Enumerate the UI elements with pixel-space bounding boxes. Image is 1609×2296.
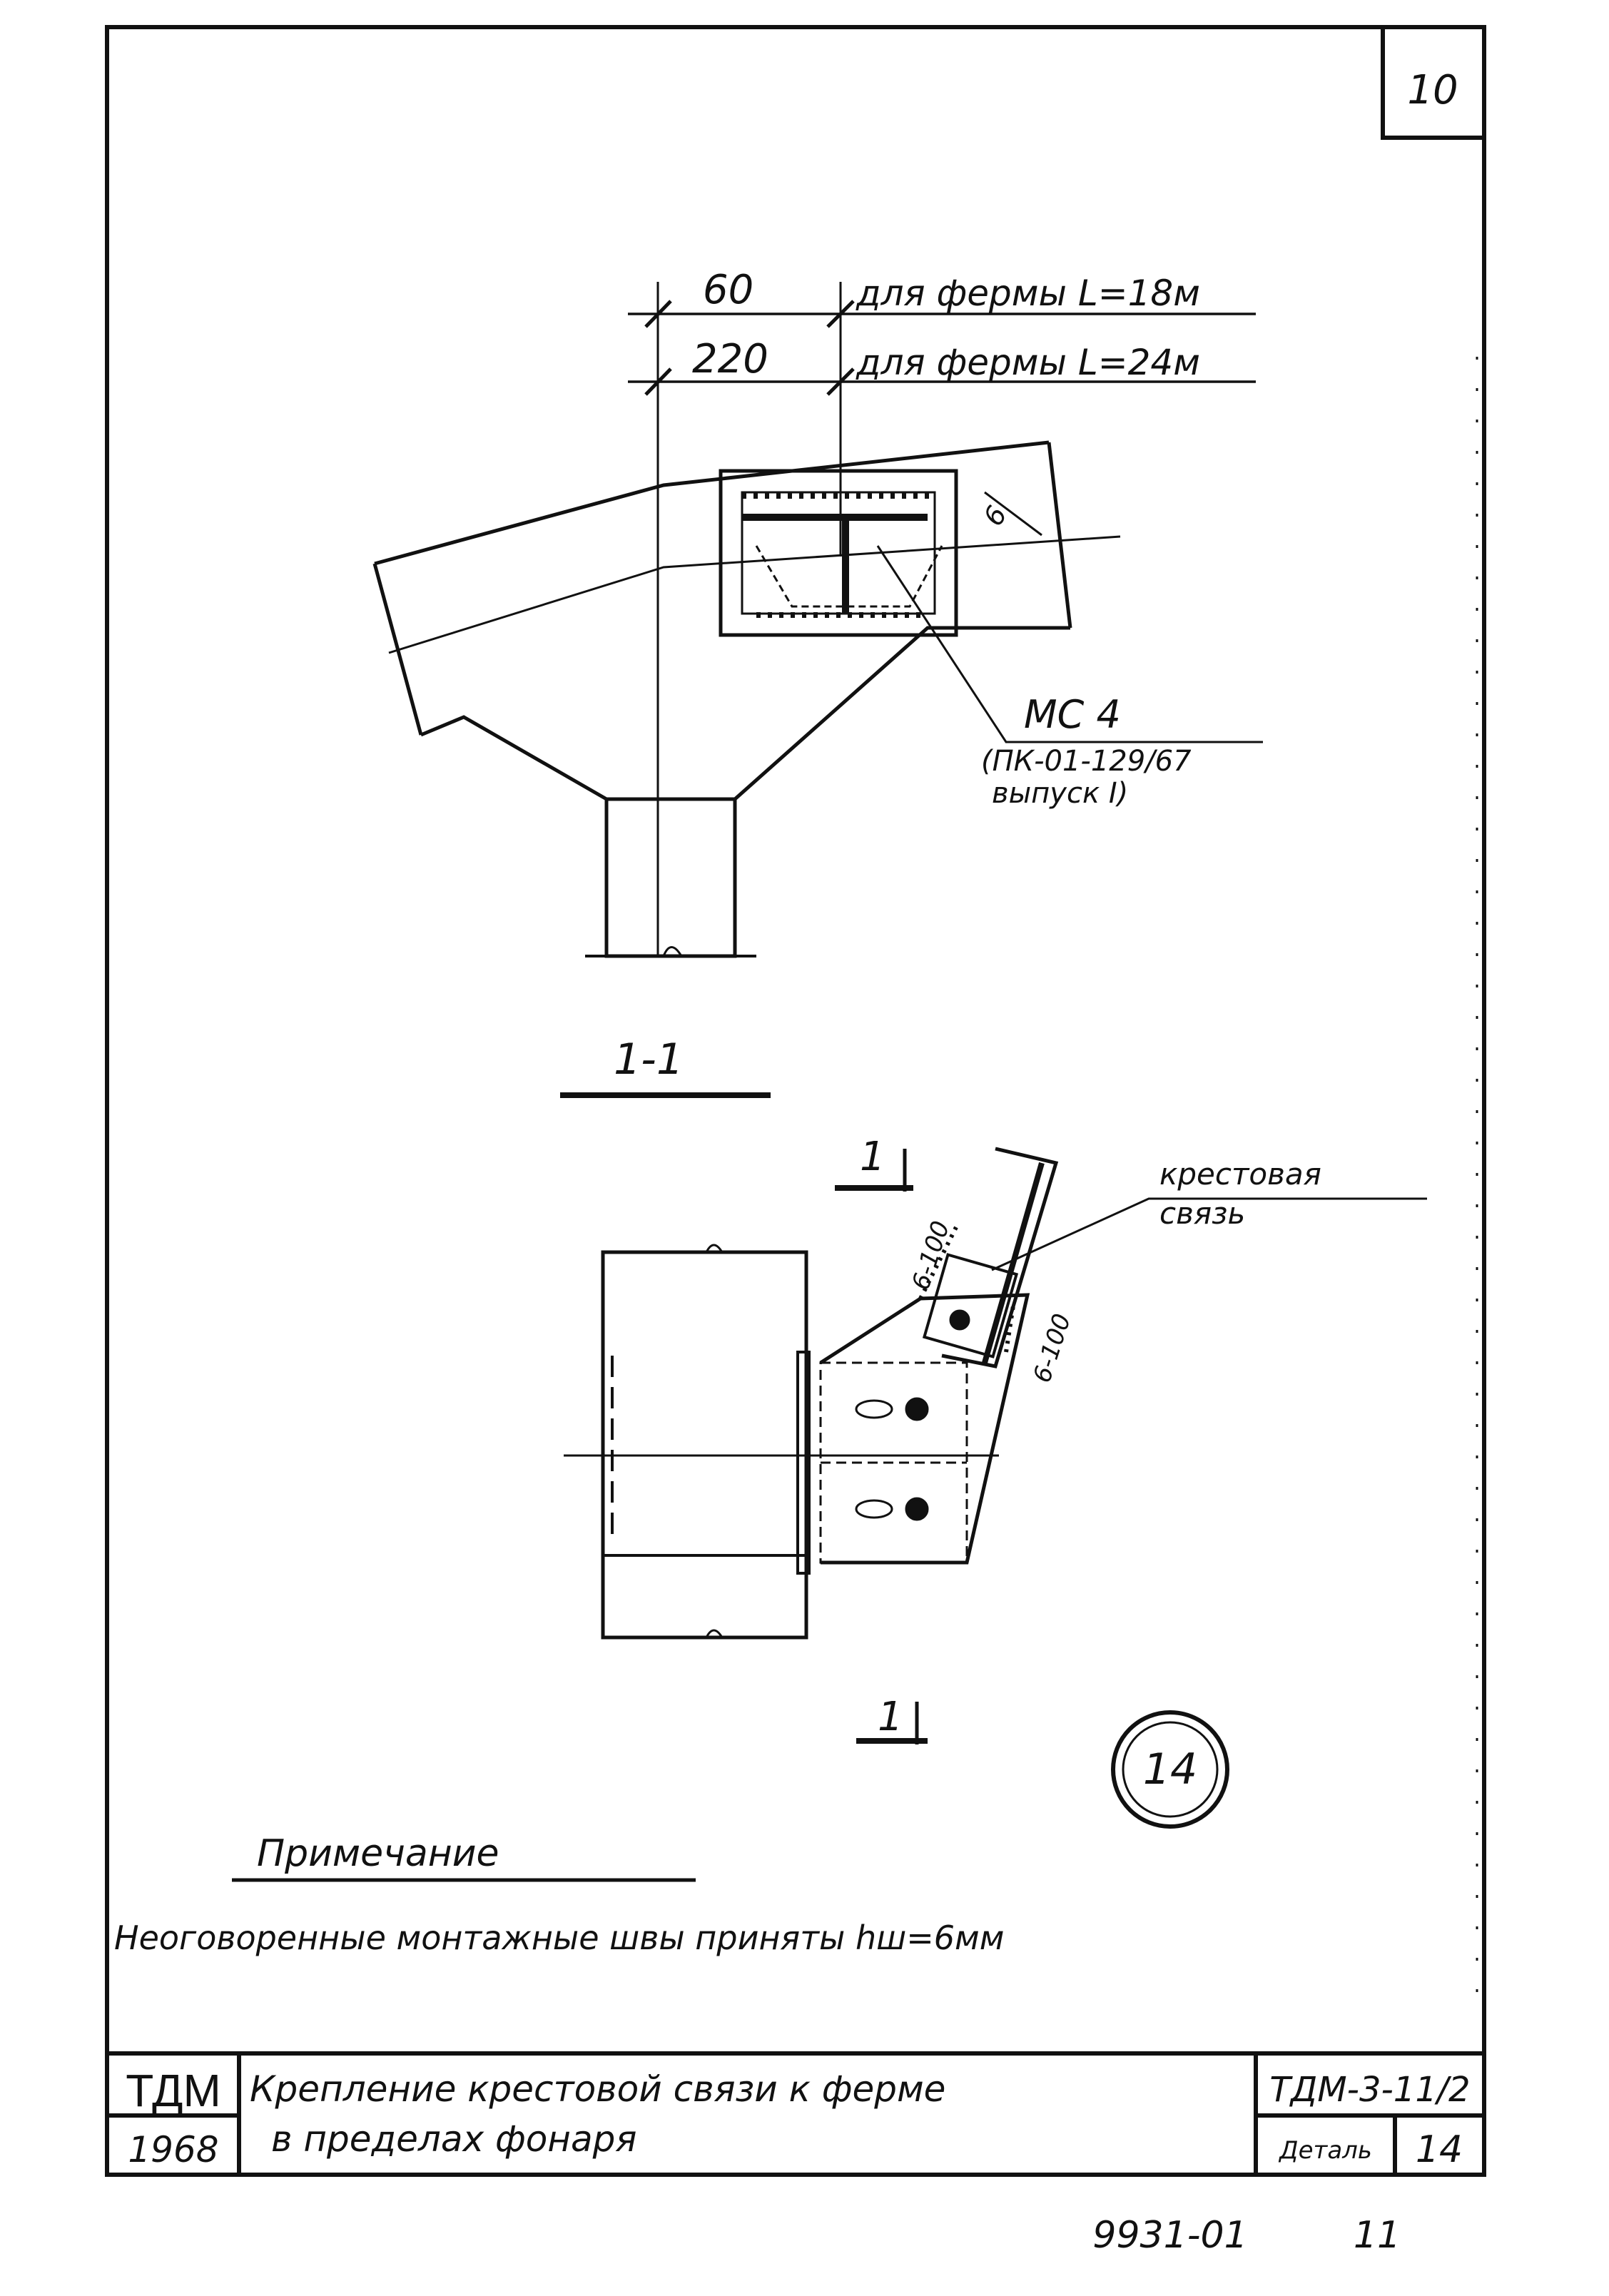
archive-number: 9931-01 — [1092, 2214, 1247, 2257]
chord-section — [601, 1250, 808, 1640]
detail-number-title: 14 — [1416, 2128, 1463, 2171]
title-block — [107, 2051, 1484, 2175]
post-break-mark — [662, 946, 683, 957]
note-title: Примечание — [257, 1832, 499, 1875]
dimension-note-24m: для фермы L=24м — [856, 342, 1200, 383]
mc4-reference: (ПК-01-129/67 — [981, 745, 1192, 778]
brace-leader — [991, 1197, 1427, 1271]
detail-circle-inner — [1122, 1721, 1219, 1818]
bolt-2 — [905, 1497, 929, 1521]
bolt-slot-1 — [855, 1399, 893, 1419]
weld-size-6: 6 — [978, 501, 1013, 532]
year: 1968 — [128, 2129, 218, 2170]
dimension-lines — [628, 282, 1256, 956]
bolt-1 — [905, 1397, 929, 1421]
dimension-220: 220 — [692, 336, 768, 382]
org-code: ТДМ — [126, 2065, 221, 2116]
detail-number: 14 — [1143, 1744, 1197, 1794]
weld-6-100-b: 6-100 — [1028, 1310, 1077, 1386]
outer-frame — [105, 25, 1486, 2177]
tick-1 — [644, 300, 672, 328]
note-text: Неоговоренные монтажные швы приняты hш=6… — [114, 1919, 1004, 1957]
weld-dim-line — [984, 491, 1042, 537]
page-number: 11 — [1354, 2214, 1401, 2257]
tick-3 — [644, 367, 672, 396]
cross-brace-flange — [982, 1162, 1045, 1364]
truss-node-view — [372, 440, 1263, 958]
detail-marker — [1111, 1710, 1229, 1829]
section-view — [564, 1147, 1427, 1744]
tick-4 — [826, 367, 855, 396]
title-line-2: в пределах фонаря — [271, 2118, 636, 2160]
bolt-slot-2 — [855, 1499, 893, 1519]
detail-circle-outer — [1111, 1710, 1229, 1829]
section-mark: 1-1 — [614, 1035, 684, 1084]
brace-label-line2: связь — [1159, 1196, 1245, 1231]
sheet-number: 10 — [1407, 67, 1458, 113]
bracket-weld-outline — [755, 545, 943, 608]
dimension-note-18m: для фермы L=18м — [856, 273, 1200, 314]
dimension-60: 60 — [703, 267, 753, 313]
cut-label-bottom: 1 — [878, 1694, 903, 1740]
bracket-plate — [719, 469, 958, 637]
mc4-issue: выпуск I) — [992, 777, 1128, 810]
sheet-frame — [105, 25, 1486, 2177]
cross-brace-angle — [941, 1147, 1059, 1368]
brace-end-plate — [922, 1253, 1019, 1358]
top-chord-end-right — [1047, 442, 1072, 629]
sheet-number-box — [1381, 25, 1486, 140]
vertical-post — [604, 797, 737, 958]
top-chord-upper-edge — [374, 440, 1050, 566]
drawing-code: ТДМ-3-11/2 — [1269, 2070, 1470, 2110]
bracket-inner — [741, 491, 936, 615]
chord-break-top — [705, 1244, 724, 1253]
mc4-leader — [876, 545, 1263, 743]
brace-label-line1: крестовая — [1159, 1157, 1321, 1192]
cut-label-top: 1 — [860, 1134, 885, 1180]
top-chord-lower-edge-left — [420, 715, 608, 801]
title-line-1: Крепление крестовой связи к ферме — [250, 2068, 945, 2110]
tick-2 — [826, 300, 855, 328]
brace-bolt — [949, 1309, 970, 1331]
chord-axis-line — [388, 535, 1121, 654]
detail-label: Деталь — [1278, 2136, 1372, 2165]
mc4-label: МС 4 — [1024, 692, 1121, 737]
chord-break-bottom — [705, 1629, 724, 1638]
weld-strip — [796, 1351, 811, 1575]
